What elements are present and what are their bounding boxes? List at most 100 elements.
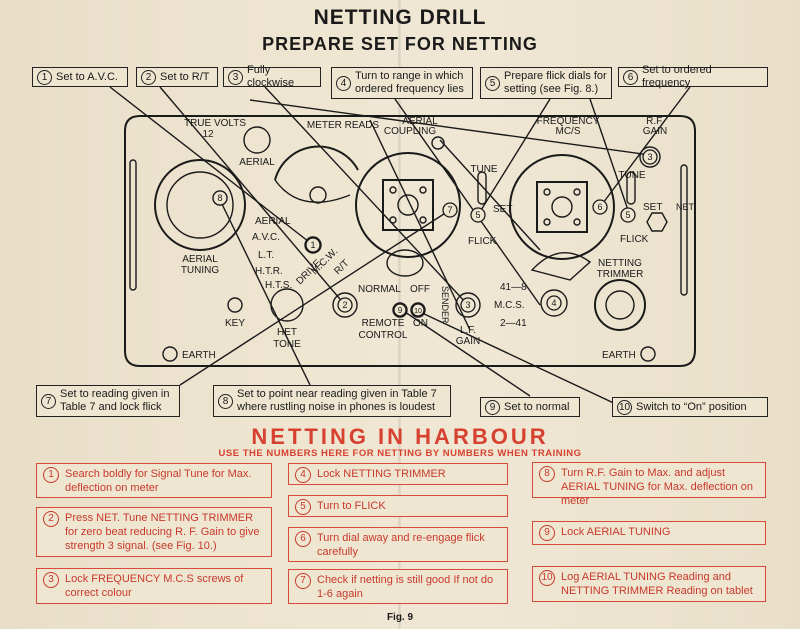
label-net: NET <box>676 202 695 212</box>
label-earth-left: EARTH <box>182 350 216 361</box>
label-hts: H.T.S. <box>265 280 292 291</box>
label-earth-right: EARTH <box>602 350 636 361</box>
marker-10: 10 <box>414 308 422 315</box>
callout-1: 1 Set to A.V.C. <box>32 67 128 87</box>
label-2-41: 2—41 <box>500 318 527 329</box>
label-41-8: 41—8 <box>500 282 527 293</box>
label-meter-reads: METER READS <box>307 120 380 131</box>
step-number: 3 <box>43 572 59 588</box>
harbour-step-10: 10 Log AERIAL TUNING Reading and NETTING… <box>532 566 766 602</box>
label-aerial-terminal: AERIAL <box>239 157 275 168</box>
label-netting: NETTING <box>598 258 642 269</box>
page-subtitle: PREPARE SET FOR NETTING <box>262 34 538 54</box>
marker-5b: 5 <box>625 210 630 220</box>
step-text: Lock NETTING TRIMMER <box>317 468 446 480</box>
label-sender: SENDER <box>440 286 450 324</box>
step-text: Turn dial away and re-engage flick caref… <box>317 532 485 558</box>
harbour-step-8: 8 Turn R.F. Gain to Max. and adjust AERI… <box>532 462 766 507</box>
label-htr: H.T.R. <box>255 266 283 277</box>
label-het: HET <box>277 327 297 338</box>
label-12: 12 <box>202 129 214 140</box>
step-number: 7 <box>295 573 311 589</box>
callout-10: 10 Switch to “On” position <box>612 397 768 417</box>
harbour-step-5: 5 Turn to FLICK <box>288 495 508 517</box>
label-flick-left: FLICK <box>468 236 497 247</box>
page-title: NETTING DRILL <box>313 6 487 29</box>
harbour-step-1: 1 Search boldly for Signal Tune for Max.… <box>36 463 272 498</box>
label-aerial-coupling-2: COUPLING <box>384 126 436 137</box>
label-avc: A.V.C. <box>252 232 280 243</box>
callout-number: 10 <box>617 399 632 415</box>
label-tune-right: TUNE <box>618 170 646 181</box>
callout-number: 7 <box>41 393 56 409</box>
callout-text: Set to A.V.C. <box>56 70 118 83</box>
step-number: 2 <box>43 511 59 527</box>
label-control: CONTROL <box>359 330 408 341</box>
callout-number: 2 <box>141 69 156 85</box>
label-mcs-unit: MC/S <box>556 126 581 137</box>
marker-4: 4 <box>551 298 556 308</box>
callout-number: 1 <box>37 69 52 85</box>
callout-6: 6 Set to ordered frequency <box>618 64 768 89</box>
step-text: Turn to FLICK <box>317 500 386 512</box>
callout-text: Set to R/T <box>160 70 210 83</box>
harbour-title: NETTING IN HARBOUR <box>251 424 549 449</box>
label-set-left: SET <box>493 204 512 215</box>
marker-3b: 3 <box>647 152 652 162</box>
label-on: ON <box>413 318 428 329</box>
callout-number: 8 <box>218 393 233 409</box>
callout-3: 3 Fully clockwise <box>223 64 321 89</box>
figure-caption: Fig. 9 <box>386 612 414 623</box>
harbour-step-7: 7 Check if netting is still good If not … <box>288 569 508 604</box>
callout-text: Switch to “On” position <box>636 400 747 413</box>
step-text: Turn R.F. Gain to Max. and adjust AERIAL… <box>561 467 753 507</box>
label-off: OFF <box>410 284 430 295</box>
callout-text: Turn to range in which ordered frequency… <box>355 70 464 95</box>
label-normal: NORMAL <box>358 284 401 295</box>
callout-number: 9 <box>485 399 500 415</box>
label-lt: L.T. <box>258 250 274 261</box>
label-flick-right: FLICK <box>620 234 649 245</box>
step-text: Lock FREQUENCY M.C.S screws of correct c… <box>65 573 244 599</box>
label-key: KEY <box>225 318 245 329</box>
label-rf-gain-1: R.F. <box>646 116 664 127</box>
step-text: Press NET. Tune NETTING TRIMMER for zero… <box>65 512 260 552</box>
marker-2: 2 <box>342 300 347 310</box>
label-rt: R/T <box>332 258 351 277</box>
label-set-right: SET <box>643 202 662 213</box>
harbour-step-9: 9 Lock AERIAL TUNING <box>532 521 766 545</box>
callout-number: 6 <box>623 69 638 85</box>
marker-9: 9 <box>398 306 403 315</box>
label-trimmer: TRIMMER <box>597 269 644 280</box>
callout-text: Fully clockwise <box>247 64 295 89</box>
step-text: Check if netting is still good If not do… <box>317 574 494 600</box>
marker-8: 8 <box>217 193 222 203</box>
harbour-step-6: 6 Turn dial away and re-engage flick car… <box>288 527 508 562</box>
callout-5: 5 Prepare flick dials for setting (see F… <box>480 67 612 99</box>
label-remote: REMOTE <box>362 318 405 329</box>
harbour-step-4: 4 Lock NETTING TRIMMER <box>288 463 508 485</box>
label-rf-gain-2: GAIN <box>643 126 667 137</box>
step-number: 5 <box>295 499 311 515</box>
label-tone: TONE <box>273 339 301 350</box>
step-text: Lock AERIAL TUNING <box>561 526 671 538</box>
step-number: 1 <box>43 467 59 483</box>
marker-6: 6 <box>597 202 602 212</box>
step-number: 10 <box>539 570 555 586</box>
label-aerial-tuning-1: AERIAL <box>182 254 218 265</box>
harbour-step-3: 3 Lock FREQUENCY M.C.S screws of correct… <box>36 568 272 604</box>
label-aerial-switch: AERIAL <box>255 216 291 227</box>
callout-8: 8 Set to point near reading given in Tab… <box>213 385 451 417</box>
callout-text: Prepare flick dials for setting (see Fig… <box>504 70 607 95</box>
callout-text: Set to ordered frequency <box>642 64 712 89</box>
callout-2: 2 Set to R/T <box>136 67 218 87</box>
harbour-subtitle: USE THE NUMBERS HERE FOR NETTING BY NUMB… <box>218 448 582 459</box>
step-number: 9 <box>539 525 555 541</box>
step-text: Log AERIAL TUNING Reading and NETTING TR… <box>561 571 753 597</box>
step-number: 8 <box>539 466 555 482</box>
step-text: Search boldly for Signal Tune for Max. d… <box>65 468 252 494</box>
callout-text: Set to reading given in Table 7 and lock… <box>60 388 170 413</box>
marker-7: 7 <box>447 205 452 215</box>
harbour-step-2: 2 Press NET. Tune NETTING TRIMMER for ze… <box>36 507 272 557</box>
